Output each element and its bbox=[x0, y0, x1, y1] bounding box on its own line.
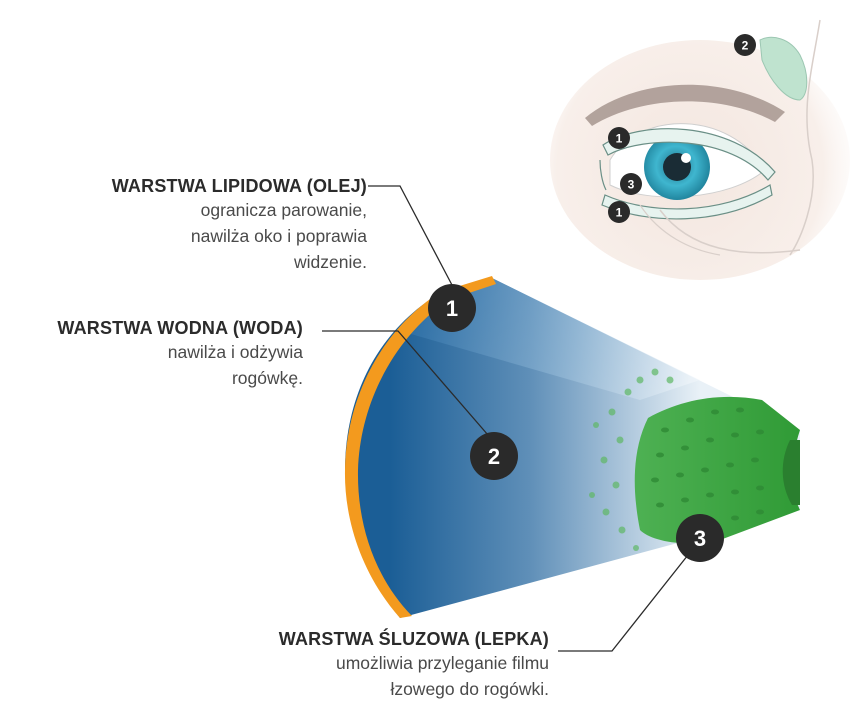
eye-marker-mucus: 3 bbox=[620, 173, 642, 195]
label-mucus-layer: WARSTWA ŚLUZOWA (LEPKA) umożliwia przyle… bbox=[279, 629, 549, 702]
eye-marker-lipid-upper: 1 bbox=[608, 127, 630, 149]
leader-lines bbox=[322, 185, 689, 652]
layer-marker-water: 2 bbox=[470, 432, 518, 480]
svg-text:1: 1 bbox=[616, 206, 623, 220]
eye-marker-water-gland: 2 bbox=[734, 34, 756, 56]
svg-text:2: 2 bbox=[488, 444, 500, 469]
mucus-layer bbox=[589, 368, 800, 551]
label-lipid-title: WARSTWA LIPIDOWA (OLEJ) bbox=[111, 176, 367, 196]
label-water-title: WARSTWA WODNA (WODA) bbox=[57, 318, 303, 338]
label-mucus-title: WARSTWA ŚLUZOWA (LEPKA) bbox=[278, 629, 549, 649]
svg-text:1: 1 bbox=[616, 132, 623, 146]
layer-marker-mucus: 3 bbox=[676, 514, 724, 562]
eye-illustration bbox=[550, 19, 850, 280]
eye-marker-lipid-lower: 1 bbox=[608, 201, 630, 223]
svg-text:1: 1 bbox=[446, 296, 458, 321]
layer-marker-lipid: 1 bbox=[428, 284, 476, 332]
label-water-description: nawilża i odżywia rogówkę. bbox=[167, 342, 303, 388]
label-water-layer: WARSTWA WODNA (WODA) nawilża i odżywia r… bbox=[57, 318, 303, 391]
svg-text:3: 3 bbox=[628, 178, 635, 192]
lipid-layer-band bbox=[344, 276, 496, 618]
label-mucus-description: umożliwia przyleganie filmu łzowego do r… bbox=[336, 653, 549, 699]
label-lipid-description: ogranicza parowanie, nawilża oko i popra… bbox=[190, 200, 367, 272]
svg-text:2: 2 bbox=[742, 39, 749, 53]
label-lipid-layer: WARSTWA LIPIDOWA (OLEJ) ogranicza parowa… bbox=[112, 176, 367, 275]
svg-text:3: 3 bbox=[694, 526, 706, 551]
